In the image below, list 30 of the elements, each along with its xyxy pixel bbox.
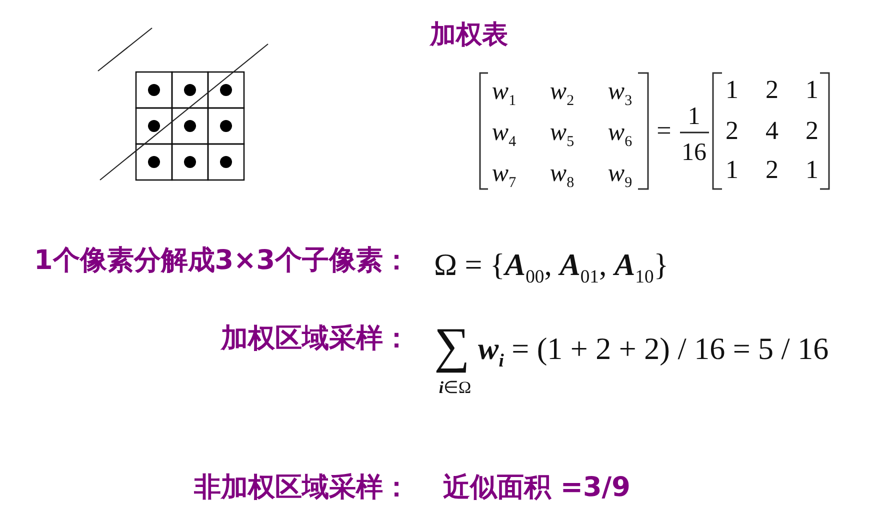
math-formula: w$_{i}$ = (1 + 2 + 2) / 16 = 5 / 16 (478, 330, 830, 368)
matrix-entry: w$_{1}$ (490, 76, 518, 108)
matrix-entry: 2 (804, 115, 820, 147)
matrix-entry: 1 (724, 74, 740, 106)
summation-sign: ∑ (433, 319, 471, 371)
matrix-entry: 4 (764, 115, 780, 147)
matrix-entry: 1 (804, 74, 820, 106)
matrix-entry: 2 (764, 74, 780, 106)
fraction-numerator: 1 (686, 103, 702, 129)
matrix-entry: 2 (764, 154, 780, 186)
matrix-entry: w$_{8}$ (548, 158, 576, 190)
text-label: 近似面积 =3/9 (443, 470, 632, 504)
matrix-entry: 2 (724, 115, 740, 147)
summation-limit: i∈Ω (438, 377, 472, 397)
fraction-denominator: 16 (680, 139, 708, 165)
equals-sign: = (656, 117, 672, 145)
matrix-entry: w$_{5}$ (548, 118, 576, 149)
math-formula: Ω = {A$_{00}$, A$_{01}$, A$_{10}$} (434, 246, 670, 284)
matrix-entry: w$_{9}$ (606, 158, 634, 190)
matrix-entry: w$_{7}$ (490, 158, 518, 190)
matrix-entry: 1 (804, 154, 820, 186)
matrix-entry: 1 (724, 154, 740, 186)
matrix-entry: w$_{4}$ (490, 118, 518, 149)
section-heading: 加权表 (430, 19, 509, 52)
matrix-entry: w$_{2}$ (548, 76, 576, 108)
matrix-entry: w$_{6}$ (606, 118, 634, 149)
matrix-entry: w$_{3}$ (606, 76, 634, 108)
text-label: 加权区域采样： (220, 322, 410, 356)
text-label: 非加权区域采样： (193, 470, 410, 504)
text-label: 1个像素分解成3×3个子像素： (33, 244, 410, 278)
